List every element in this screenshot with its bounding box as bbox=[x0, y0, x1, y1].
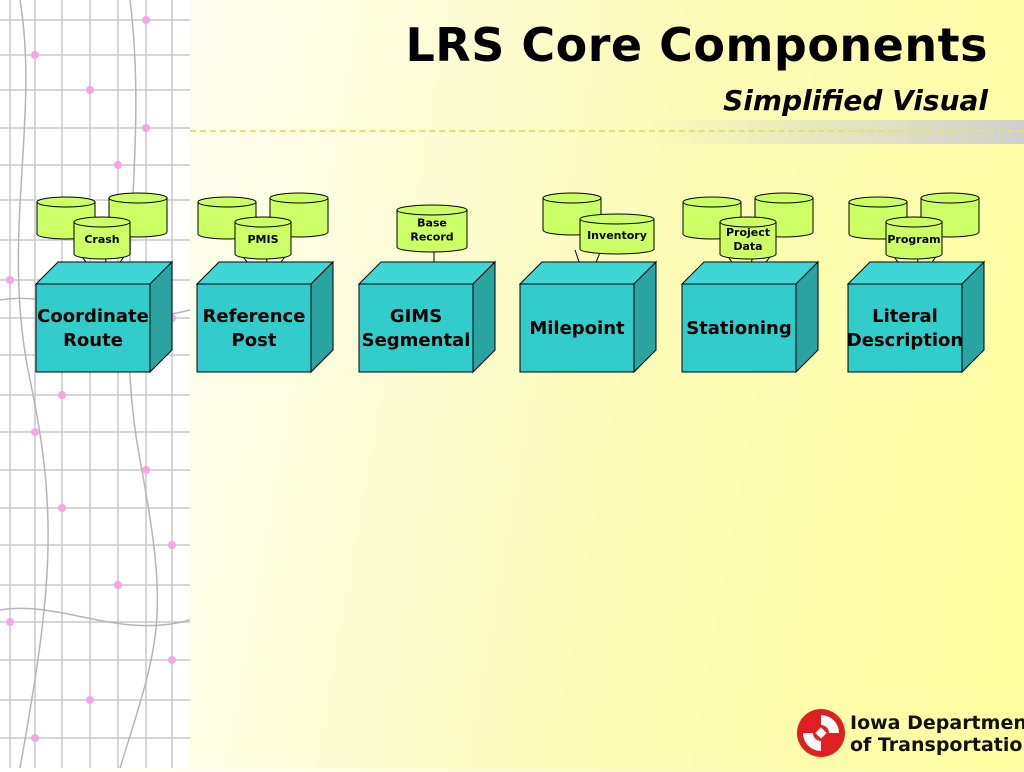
database-cylinder: PMIS bbox=[234, 216, 292, 260]
cube-top-face bbox=[195, 261, 335, 285]
cube-front-face bbox=[196, 283, 312, 373]
header-shade-bar bbox=[640, 120, 1024, 144]
component-label: Reference bbox=[203, 306, 306, 327]
database-cylinder: Crash bbox=[73, 216, 131, 260]
database-label: Crash bbox=[84, 233, 119, 246]
cube-front-face bbox=[519, 283, 635, 373]
iowa-dot-emblem-icon bbox=[797, 709, 845, 757]
component-label: Milepoint bbox=[529, 318, 625, 339]
page-subtitle: Simplified Visual bbox=[723, 84, 988, 117]
database-label: Project bbox=[726, 226, 770, 239]
iowa-dot-logo-text: Iowa Department of Transportation bbox=[850, 712, 1024, 756]
logo-line-1: Iowa Department bbox=[850, 712, 1024, 734]
database-label: Inventory bbox=[587, 229, 647, 242]
database-label: Record bbox=[410, 231, 453, 244]
cube-top-face bbox=[846, 261, 986, 285]
cube-front-face bbox=[847, 283, 963, 373]
component-label: Coordinate bbox=[37, 306, 149, 327]
database-cylinder: Program bbox=[885, 216, 943, 260]
cube-top-face bbox=[680, 261, 820, 285]
component-label: Stationing bbox=[686, 318, 792, 339]
cube-top-face bbox=[518, 261, 658, 285]
cube-front-face bbox=[681, 283, 797, 373]
cube-top-face bbox=[34, 261, 174, 285]
database-label: Data bbox=[733, 240, 762, 253]
database-label: Program bbox=[887, 233, 940, 246]
database-cylinder: Inventory bbox=[579, 213, 655, 255]
component-label: Literal bbox=[872, 306, 938, 327]
page-title: LRS Core Components bbox=[405, 18, 988, 72]
component-label: Segmental bbox=[362, 330, 471, 351]
database-label: Base bbox=[417, 217, 447, 230]
component-label: Route bbox=[63, 330, 123, 351]
component-label: GIMS bbox=[390, 306, 442, 327]
cube-front-face bbox=[35, 283, 151, 373]
cube-front-face bbox=[358, 283, 474, 373]
component-label: Description bbox=[847, 330, 963, 351]
component-label: Post bbox=[232, 330, 277, 351]
cube-top-face bbox=[357, 261, 497, 285]
header-divider bbox=[190, 130, 1024, 132]
database-label: PMIS bbox=[247, 233, 278, 246]
logo-line-2: of Transportation bbox=[850, 734, 1024, 756]
